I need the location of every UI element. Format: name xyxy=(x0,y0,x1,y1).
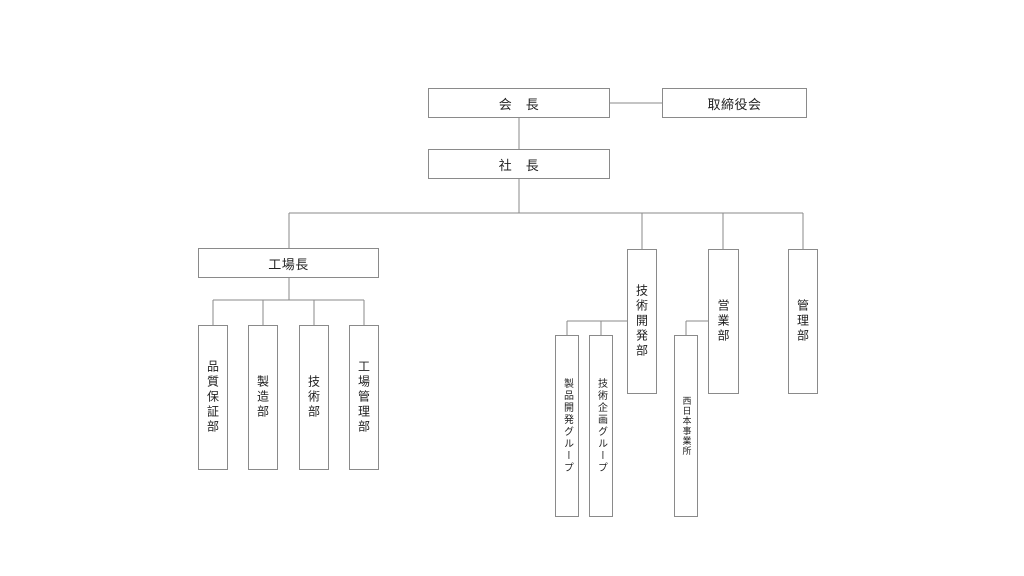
admin-dept-label: 管理部 xyxy=(795,299,810,344)
chairman-box: 会 長 xyxy=(428,88,610,118)
sales-dept-box: 営業部 xyxy=(708,249,739,394)
factory-head-box: 工場長 xyxy=(198,248,379,278)
admin-dept-box: 管理部 xyxy=(788,249,818,394)
product-dev-group-box: 製品開発グループ xyxy=(555,335,579,517)
west-japan-office-label: 西日本事業所 xyxy=(680,396,691,456)
chairman-label: 会 長 xyxy=(498,97,540,113)
rd-dept-box: 技術開発部 xyxy=(627,249,657,394)
rd-dept-label: 技術開発部 xyxy=(634,284,649,359)
product-dev-group-label: 製品開発グループ xyxy=(561,378,573,474)
tech-planning-group-label: 技術企画グループ xyxy=(595,378,607,474)
manufacturing-dept-box: 製造部 xyxy=(248,325,278,470)
west-japan-office-box: 西日本事業所 xyxy=(674,335,698,517)
engineering-dept-label: 技術部 xyxy=(306,375,321,420)
board-label: 取締役会 xyxy=(707,97,762,113)
president-label: 社 長 xyxy=(498,158,540,174)
factory-head-label: 工場長 xyxy=(268,257,309,273)
engineering-dept-box: 技術部 xyxy=(299,325,329,470)
tech-planning-group-box: 技術企画グループ xyxy=(589,335,613,517)
quality-assurance-dept-box: 品質保証部 xyxy=(198,325,228,470)
board-box: 取締役会 xyxy=(662,88,807,118)
factory-management-dept-label: 工場管理部 xyxy=(356,360,371,435)
sales-dept-label: 営業部 xyxy=(716,299,730,344)
factory-management-dept-box: 工場管理部 xyxy=(349,325,379,470)
president-box: 社 長 xyxy=(428,149,610,179)
manufacturing-dept-label: 製造部 xyxy=(255,375,270,420)
quality-assurance-dept-label: 品質保証部 xyxy=(205,360,220,435)
